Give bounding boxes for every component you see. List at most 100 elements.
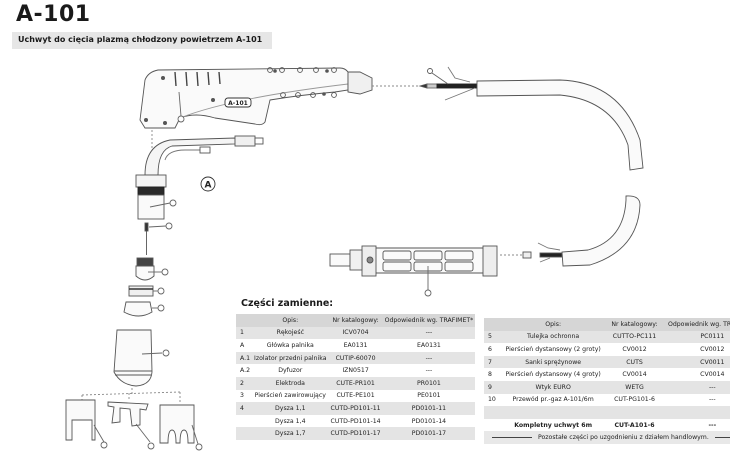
part-number: 8 [488, 371, 492, 379]
note-row: Pozostałe części po uzgodnieniu z działe… [484, 431, 730, 444]
torch-handle-tip [347, 71, 373, 95]
trafimet-equivalent: PE0101 [417, 392, 441, 400]
part-number: 10 [488, 396, 496, 404]
trafimet-equivalent: CV0014 [700, 371, 725, 379]
parts-table-right: Opis: Nr katalogowy: Odpowiednik wg. TRA… [484, 318, 730, 444]
catalog-number: CUTD-PD101-17 [328, 427, 383, 440]
torch-head [135, 174, 167, 188]
part-number: 5 [484, 330, 500, 344]
table-row: 10 Przewód pr.-gaz A-101/6m CUT-PG101-6 --- [484, 394, 730, 407]
catalog-number: ICV0704 [328, 326, 383, 340]
shield-cup [113, 329, 153, 387]
cable-end-upper [418, 83, 428, 89]
handle-label-plate [224, 97, 252, 108]
part-number: 7 [484, 355, 500, 369]
part-description: Pierścień dystansowy (4 groty) [505, 371, 601, 379]
subtitle-bar: Uchwyt do cięcia plazmą chłodzony powiet… [12, 32, 272, 49]
catalog-number: CUTD-PD101-11 [328, 402, 383, 415]
part-description: Kompletny uchwyt 6m [514, 421, 593, 429]
trafimet-equivalent: --- [382, 351, 476, 365]
trafimet-equivalent: EA0131 [416, 341, 441, 349]
part-description: Dyfuzor [278, 367, 303, 375]
col-desc: Opis: [252, 314, 329, 327]
catalog-number: CUT-A101-6 [614, 421, 655, 429]
trafimet-equivalent: --- [661, 380, 730, 394]
parts-table-left: Opis: Nr katalogowy: Odpowiednik wg. TRA… [236, 314, 476, 440]
callout-head: A [205, 181, 212, 191]
table-row: 8 Pierścień dystansowy (4 groty) CV0014 CV0… [484, 368, 730, 381]
part-description: Dysza 1,7 [252, 427, 329, 440]
part-description: Pierścień zawirowujący [254, 392, 326, 400]
catalog-number: WETG [607, 380, 662, 394]
part-number: A.1 [236, 351, 253, 365]
electrode [136, 257, 154, 267]
trafimet-equivalent: PR0101 [382, 376, 476, 390]
catalog-number: CUTE-PR101 [328, 376, 383, 390]
part-description: Sanki sprężynowe [499, 355, 608, 369]
part-number [236, 427, 253, 440]
subtitle: Uchwyt do cięcia plazmą chłodzony powiet… [18, 35, 263, 44]
spring-sled [107, 401, 149, 427]
catalog-number: CV0014 [622, 371, 647, 379]
hose-upper [476, 79, 644, 171]
part-description: Przewód pr.-gaz A-101/6m [512, 396, 594, 404]
part-number: 1 [236, 326, 253, 340]
trafimet-equivalent: CV0012 [700, 345, 725, 353]
trafimet-equivalent: CV0011 [661, 355, 730, 369]
col-no [236, 314, 253, 327]
table-header: Opis: Nr katalogowy: Odpowiednik wg. TRA… [484, 318, 730, 331]
catalog-number: CUT-PG101-6 [614, 396, 655, 404]
torch-neck [144, 137, 236, 176]
part-number: 3 [240, 392, 244, 400]
spacer-ring-4 [159, 404, 195, 444]
catalog-number: CUTS [607, 355, 662, 369]
part-description: Pierścień dystansowy (2 groty) [505, 345, 601, 353]
trafimet-equivalent: --- [425, 367, 433, 375]
catalog-number: CUTD-PD101-14 [330, 417, 381, 425]
part-description: Izolator przedni palnika [252, 351, 329, 365]
part-number [484, 419, 499, 432]
catalog-number: CV0012 [622, 345, 647, 353]
col-catalog: Nr katalogowy: [607, 318, 662, 331]
col-desc: Opis: [499, 318, 608, 331]
page-title: A-101 [16, 2, 91, 27]
trafimet-equivalent: --- [708, 421, 717, 429]
part-number: A.2 [240, 367, 251, 375]
trafimet-equivalent: PD0101-11 [382, 402, 476, 415]
table-row: Kompletny uchwyt 6m CUT-A101-6 --- [484, 419, 730, 432]
handle-label: A-101 [228, 100, 248, 107]
part-description: Dysza 1,4 [275, 417, 306, 425]
catalog-number: CUTTO-PC111 [607, 330, 662, 344]
part-description: Dysza 1,1 [252, 402, 329, 415]
col-catalog: Nr katalogowy: [328, 314, 383, 327]
col-equiv: Odpowiednik wg. TRAFIMET* [382, 314, 476, 327]
trafimet-equivalent: PC0111 [661, 330, 730, 344]
part-number: A [240, 341, 245, 349]
spacer-ring-2 [65, 399, 96, 441]
table-header: Opis: Nr katalogowy: Odpowiednik wg. TRA… [236, 314, 476, 327]
part-description: Rękojeść [252, 326, 329, 340]
note-text: Pozostałe części po uzgodnieniu z działe… [538, 434, 709, 442]
trafimet-equivalent: PD0101-17 [382, 427, 476, 440]
part-number: 9 [484, 380, 500, 394]
swirl-ring [128, 285, 154, 297]
part-number [236, 415, 252, 428]
col-no [484, 318, 500, 331]
part-description: Elektroda [252, 376, 329, 390]
part-description: Główka palnika [266, 341, 314, 349]
part-description: Wtyk EURO [499, 380, 608, 394]
trafimet-equivalent: --- [708, 396, 716, 404]
